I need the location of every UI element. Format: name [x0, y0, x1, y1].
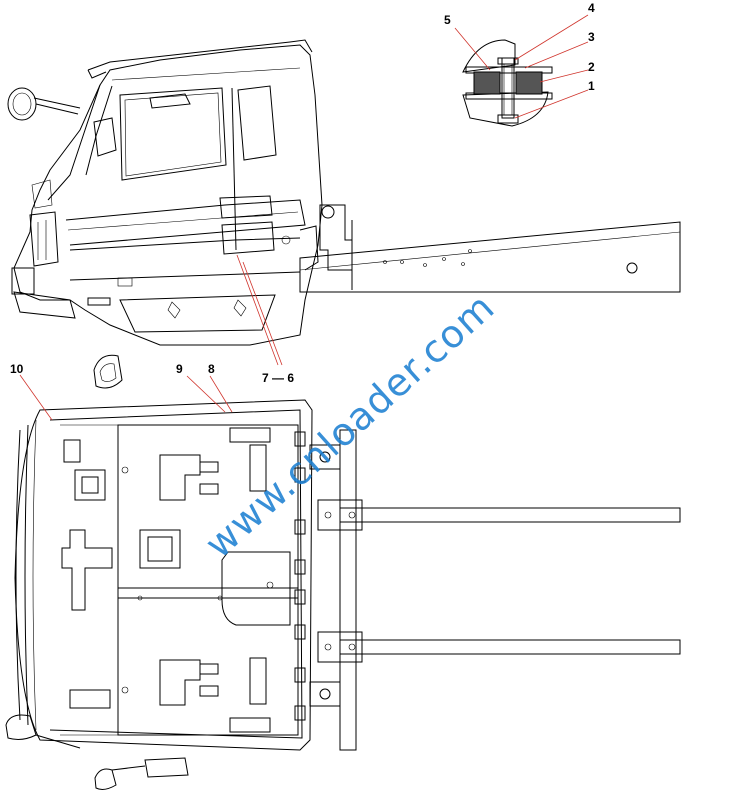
callout-8: 8 — [208, 362, 215, 376]
callout-3: 3 — [588, 30, 595, 44]
callout-2: 2 — [588, 60, 595, 74]
callout-7-6: 7 — 6 — [262, 371, 294, 385]
callout-10: 10 — [10, 362, 24, 376]
mount-detail-view — [454, 14, 589, 127]
callout-4: 4 — [588, 1, 595, 15]
cab-side-view — [7, 39, 681, 366]
cab-top-view — [5, 354, 681, 790]
callout-1: 1 — [588, 79, 595, 93]
watermark-text: www.cnloader.com — [197, 285, 503, 567]
callout-5: 5 — [444, 13, 451, 27]
callout-9: 9 — [176, 362, 183, 376]
